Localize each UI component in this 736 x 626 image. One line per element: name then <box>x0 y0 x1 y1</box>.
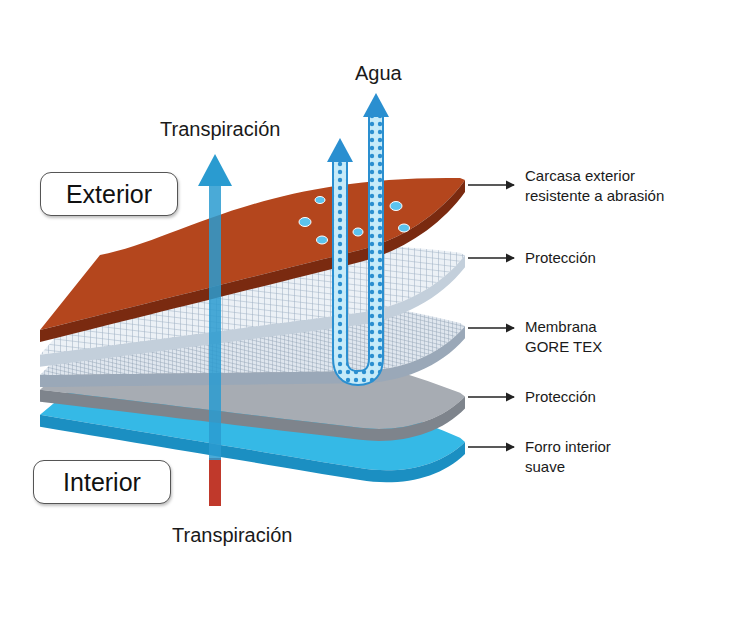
layer-label: Membrana GORE TEX <box>525 317 621 356</box>
layer-label: Carcasa exterior resistente a abrasión <box>525 166 703 205</box>
transpiration-arrow <box>198 154 232 506</box>
region-box: Interior <box>33 460 171 504</box>
layer-label: Protección <box>525 248 645 268</box>
water-droplets <box>299 197 410 245</box>
flow-label: Transpiración <box>172 522 292 548</box>
layer-label: Forro interior suave <box>525 437 643 476</box>
flow-label: Agua <box>355 60 402 86</box>
region-box: Exterior <box>40 172 178 216</box>
layer-label: Protección <box>525 387 645 407</box>
flow-label: Transpiración <box>160 116 280 142</box>
water-arrow <box>327 93 389 378</box>
region-name: Interior <box>63 468 141 497</box>
region-name: Exterior <box>66 180 152 209</box>
outer-shell-layer <box>40 178 465 342</box>
leader-lines <box>468 185 514 447</box>
